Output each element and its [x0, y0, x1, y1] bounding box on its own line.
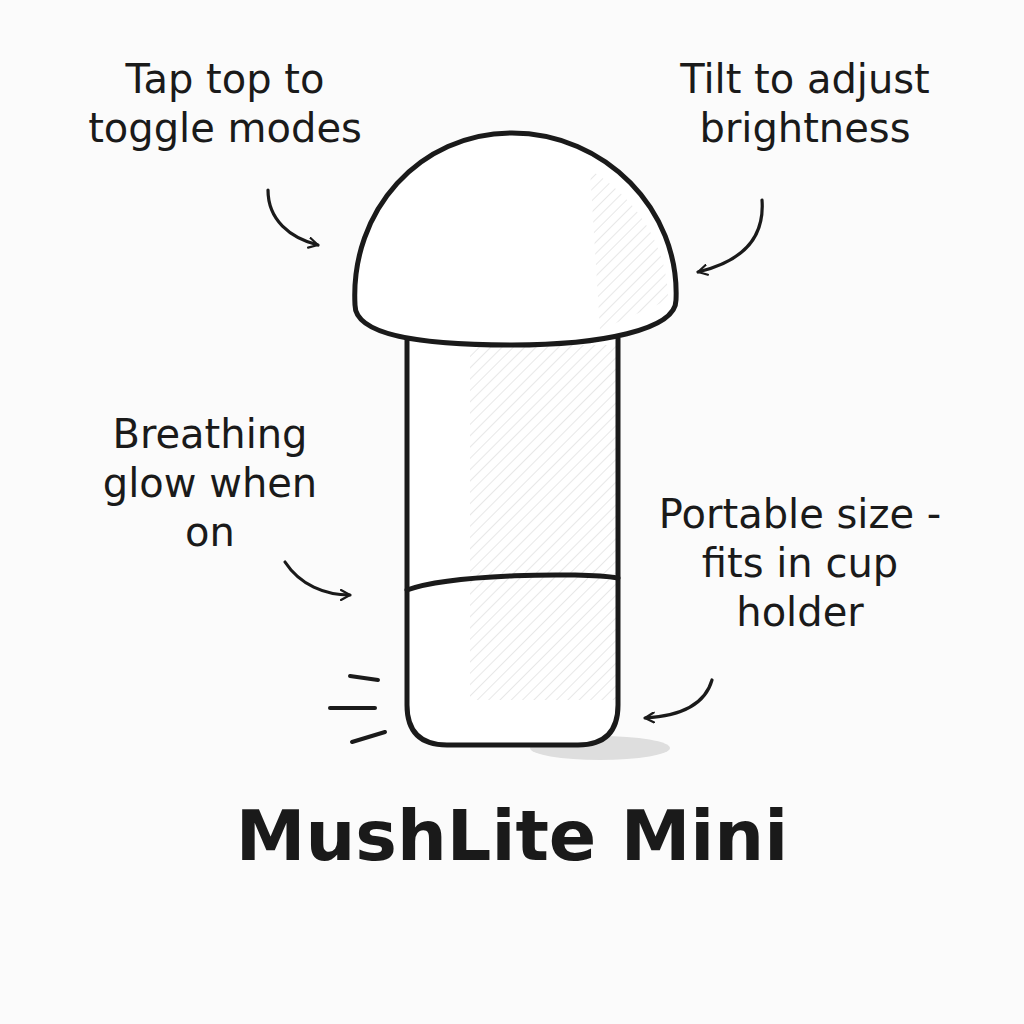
motion-lines [330, 676, 385, 742]
base-band [407, 575, 618, 590]
callout-text: Tilt to adjust brightness [645, 55, 965, 153]
leader-arrows [268, 190, 762, 718]
stem-outline [407, 338, 618, 745]
callout-text: Tap top to toggle modes [75, 55, 375, 153]
callout-text: Breathing glow when on [80, 410, 340, 556]
callout-text: Portable size - fits in cup holder [645, 490, 955, 636]
cap-shading [590, 170, 668, 330]
stem-fill [407, 338, 618, 745]
title: MushLite Mini [0, 795, 1024, 877]
stem-shading [470, 345, 618, 700]
mushroom-cap [355, 133, 676, 345]
